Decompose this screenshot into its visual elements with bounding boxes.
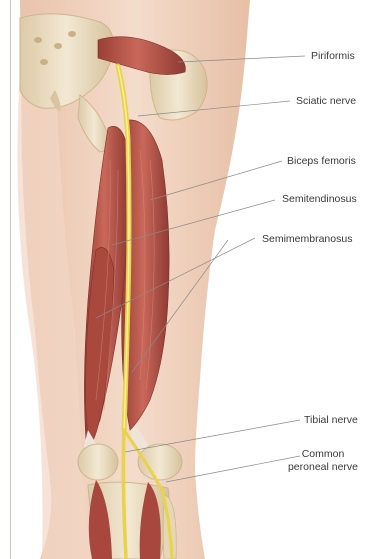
label-common-peroneal-line2: peroneal nerve	[287, 461, 359, 474]
label-piriformis: Piriformis	[311, 50, 355, 63]
label-tibial-nerve: Tibial nerve	[304, 414, 358, 427]
femoral-condyle-medial	[78, 444, 118, 480]
sacral-foramen	[40, 59, 48, 65]
label-common-peroneal-nerve: Common peroneal nerve	[287, 448, 359, 474]
label-semimembranosus: Semimembranosus	[262, 233, 352, 246]
sacral-foramen	[34, 37, 42, 43]
label-semitendinosus: Semitendinosus	[282, 193, 357, 206]
sacral-foramen	[54, 43, 62, 49]
label-sciatic-nerve: Sciatic nerve	[296, 95, 356, 108]
label-common-peroneal-line1: Common	[287, 448, 359, 461]
sacral-foramen	[68, 31, 76, 37]
label-biceps-femoris: Biceps femoris	[287, 155, 356, 168]
